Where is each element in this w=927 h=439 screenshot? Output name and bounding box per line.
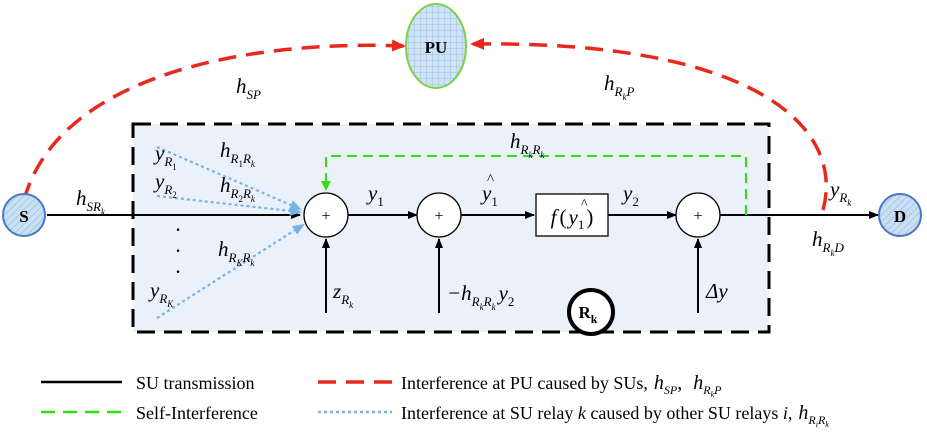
relay-label: Rk [579, 303, 598, 326]
primary-user-label: PU [425, 38, 448, 57]
z-rk-label: zRk [332, 279, 354, 310]
h-rkrk-label: hRkRk [510, 129, 545, 160]
h-rkrk-blue-label: hRKRk [218, 237, 255, 268]
destination-label: D [894, 207, 906, 226]
ellipsis-dot-1: · [174, 217, 181, 242]
y1-hat-label: y1 [480, 181, 498, 209]
h-rkd-label: hRkD [812, 227, 844, 258]
legend-self-interference-text: Self-Interference [136, 403, 258, 423]
svg-text:+: + [693, 208, 702, 225]
y-r2-label: yR2 [153, 169, 177, 200]
y-rk-left-label: yRK [148, 278, 174, 309]
y2-label: y2 [621, 181, 639, 209]
h-srk-label: hSRk [76, 186, 106, 217]
h-rkp-label: hRkP [604, 71, 634, 102]
function-label: f(y1) [551, 205, 594, 232]
interference-arc-rp [470, 37, 828, 211]
legend-su-transmission-text: SU transmission [136, 373, 255, 393]
svg-text:+: + [434, 208, 443, 225]
legend: SU transmission Self-Interference Interf… [41, 372, 829, 429]
h-sp-label: hSP [236, 74, 261, 102]
delta-y-label: Δy [705, 279, 728, 303]
svg-text:^: ^ [581, 197, 588, 212]
svg-text:^: ^ [487, 172, 494, 188]
function-block [535, 193, 609, 237]
relay-node [567, 288, 615, 336]
relay-interference-line-k [156, 223, 305, 319]
legend-interference-pu-text: Interference at PU caused by SUs,hSP, hR… [401, 372, 722, 399]
y1-label: y1 [366, 181, 384, 209]
sum-node-2 [416, 192, 462, 238]
cancel-term-label: −hRkRky2 [447, 281, 514, 312]
sum-node-3 [675, 192, 721, 238]
h-r2rk-label: hR2Rk [220, 173, 256, 204]
y-r1-label: yR1 [153, 141, 177, 172]
interference-arc-sp [22, 39, 406, 201]
legend-relay-interference-text: Interference at SU relay k caused by oth… [401, 402, 829, 429]
relay-interference-line-1 [156, 145, 302, 211]
ellipsis-dot-2: · [174, 238, 181, 263]
h-r1rk-label: hR1Rk [220, 138, 256, 169]
y-rk-output-label: yRk [828, 177, 852, 208]
svg-text:+: + [321, 208, 330, 225]
ellipsis-dot-3: · [174, 259, 181, 284]
source-label: S [19, 207, 28, 226]
sum-node-1 [303, 192, 349, 238]
